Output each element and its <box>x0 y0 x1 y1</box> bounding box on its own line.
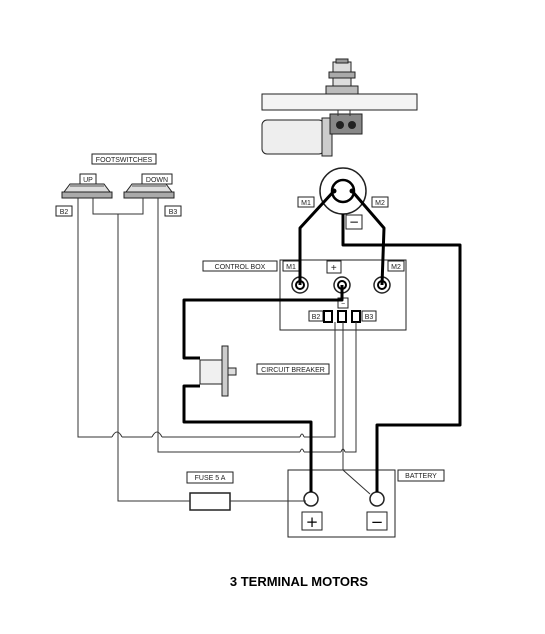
cb-m2-label: M2 <box>391 264 401 271</box>
control-wiring <box>77 198 371 502</box>
cb-plus-label-box <box>326 260 342 274</box>
cb-spade-3 <box>351 310 361 323</box>
motor-m2-label: M2 <box>375 200 385 207</box>
motor-m1-label-box <box>297 196 315 208</box>
battery-label-box <box>397 469 445 482</box>
cb-b3-label-box <box>361 310 377 322</box>
fuse-symbol <box>189 492 231 511</box>
circuit-breaker-label: CIRCUIT BREAKER <box>261 367 325 374</box>
footswitch-down-label: DOWN <box>146 177 168 184</box>
battery-positive-post <box>303 491 319 507</box>
control-box-label: CONTROL BOX <box>215 264 266 271</box>
battery-label: BATTERY <box>405 473 437 480</box>
cb-spade-2 <box>337 310 347 323</box>
motor-m2-label-box <box>371 196 389 208</box>
cb-m2-label-box <box>387 260 405 272</box>
circuit-breaker-symbol <box>199 345 237 397</box>
cb-b2-label: B2 <box>312 314 321 321</box>
battery-plus-label: + <box>306 513 319 531</box>
power-cables <box>182 189 462 492</box>
footswitch-b2-label: B2 <box>60 209 69 216</box>
footswitch-b2-label-box <box>55 205 73 217</box>
cb-plus-label: + <box>331 263 337 274</box>
cb-b3-label: B3 <box>365 314 374 321</box>
battery-plus-box <box>301 511 323 531</box>
control-box-label-box <box>202 260 278 272</box>
footswitch-up-label: UP <box>83 177 93 184</box>
footswitch-up <box>61 173 113 199</box>
fuse-label-box <box>186 471 234 484</box>
footswitch-b3-label: B3 <box>169 209 178 216</box>
motor-minus-label: − <box>349 215 359 229</box>
motor-minus-label-box <box>345 214 363 230</box>
cb-m1-label: M1 <box>286 264 296 271</box>
footswitch-down <box>123 173 175 199</box>
motor-symbol <box>319 167 367 215</box>
footswitches-label: FOOTSWITCHES <box>96 157 153 164</box>
footswitches-label-box <box>91 153 157 165</box>
battery-minus-box <box>366 511 388 531</box>
fuse-label: FUSE 5 A <box>195 475 226 482</box>
diagram-caption: 3 TERMINAL MOTORS <box>230 574 369 589</box>
cb-minus-label: − <box>341 301 345 308</box>
cb-spade-1 <box>323 310 333 323</box>
battery-minus-label: − <box>371 513 384 531</box>
motor-m1-label: M1 <box>301 200 311 207</box>
footswitch-b3-label-box <box>164 205 182 217</box>
circuit-breaker-label-box <box>256 363 330 375</box>
windlass-illustration <box>261 58 418 157</box>
battery-negative-post <box>369 491 385 507</box>
